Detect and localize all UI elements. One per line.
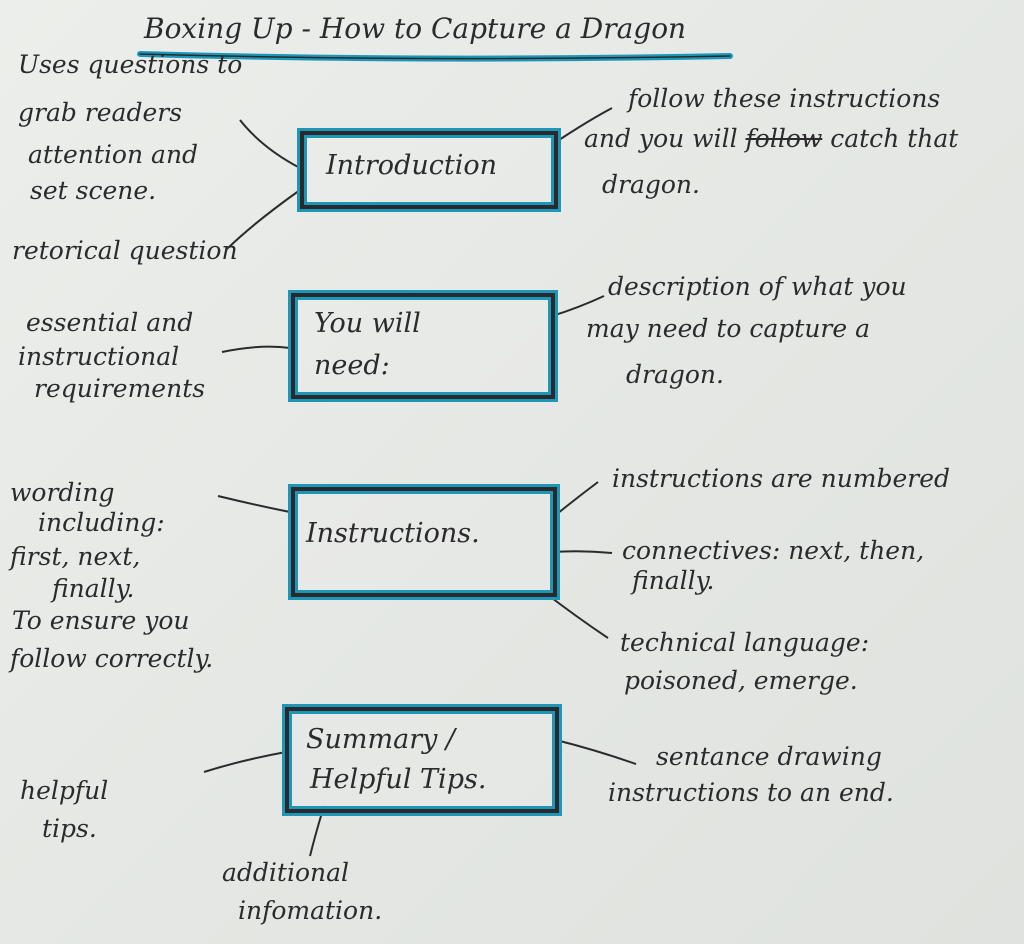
box-you-will-need [291, 293, 555, 399]
note-line: instructions to an end. [608, 778, 894, 807]
connector-need-right [551, 295, 605, 317]
box-introduction-label: Introduction [326, 150, 497, 181]
box-summary-label-line: Summary / [306, 724, 456, 755]
title-underline-ink [139, 53, 731, 60]
box-summary-label-line: Helpful Tips. [310, 764, 487, 795]
note-line: To ensure you [12, 606, 190, 635]
box-summary [285, 707, 559, 813]
note-line: description of what you [608, 272, 907, 301]
note-line: Uses questions to [18, 50, 243, 79]
connector-intro-left-top [239, 119, 301, 169]
note-line: finally. [632, 566, 715, 595]
note-line: additional [222, 858, 350, 887]
connector-need-left [221, 345, 291, 353]
note-line: and you will follow catch that [584, 124, 958, 154]
note-line: dragon. [602, 170, 700, 199]
intro-bottom-note: retorical question [12, 236, 238, 265]
note-line: may need to capture a [586, 314, 871, 343]
note-line: tips. [42, 814, 97, 843]
note-line: attention and [28, 140, 199, 169]
box-instructions [291, 487, 557, 597]
note-line: finally. [52, 574, 135, 603]
box-introduction [300, 131, 558, 209]
note-line: helpful [20, 776, 109, 805]
note-line: follow these instructions [628, 84, 941, 113]
box-you-will-need-label-line: You will [314, 308, 421, 339]
note-line: first, next, [10, 542, 141, 571]
box-instructions-label: Instructions. [306, 518, 480, 549]
page-title: Boxing Up - How to Capture a Dragon [144, 12, 687, 45]
connector-intro-left-bottom [227, 189, 301, 249]
connector-instr-right-bottom [543, 591, 609, 639]
note-line: dragon. [626, 360, 724, 389]
note-line: set scene. [30, 176, 157, 205]
connector-summary-right [555, 739, 637, 765]
connector-intro-right [555, 107, 613, 143]
connector-instr-right-top [551, 481, 599, 519]
note-line: wording [10, 478, 115, 507]
connector-summary-bottom [309, 805, 325, 857]
connector-instr-right-mid [551, 550, 613, 554]
note-line: technical language: [620, 628, 870, 657]
note-line: instructions are numbered [612, 464, 951, 493]
note-line: essential and [26, 308, 194, 337]
struck-word: follow [745, 124, 823, 153]
note-text: catch that [830, 124, 959, 153]
note-line: infomation. [238, 896, 383, 925]
note-line: follow correctly. [10, 644, 214, 673]
note-line: grab readers [18, 98, 183, 127]
note-line: requirements [34, 374, 206, 403]
note-line: poisoned, emerge. [624, 666, 858, 695]
note-line: sentance drawing [656, 742, 882, 771]
connector-instr-left [217, 495, 291, 513]
note-text: and you will [584, 124, 738, 153]
note-line: connectives: next, then, [622, 536, 925, 565]
note-line: instructional [18, 342, 180, 371]
connector-summary-left [203, 751, 287, 773]
note-line: including: [38, 508, 165, 537]
box-you-will-need-label-line: need: [314, 350, 390, 381]
